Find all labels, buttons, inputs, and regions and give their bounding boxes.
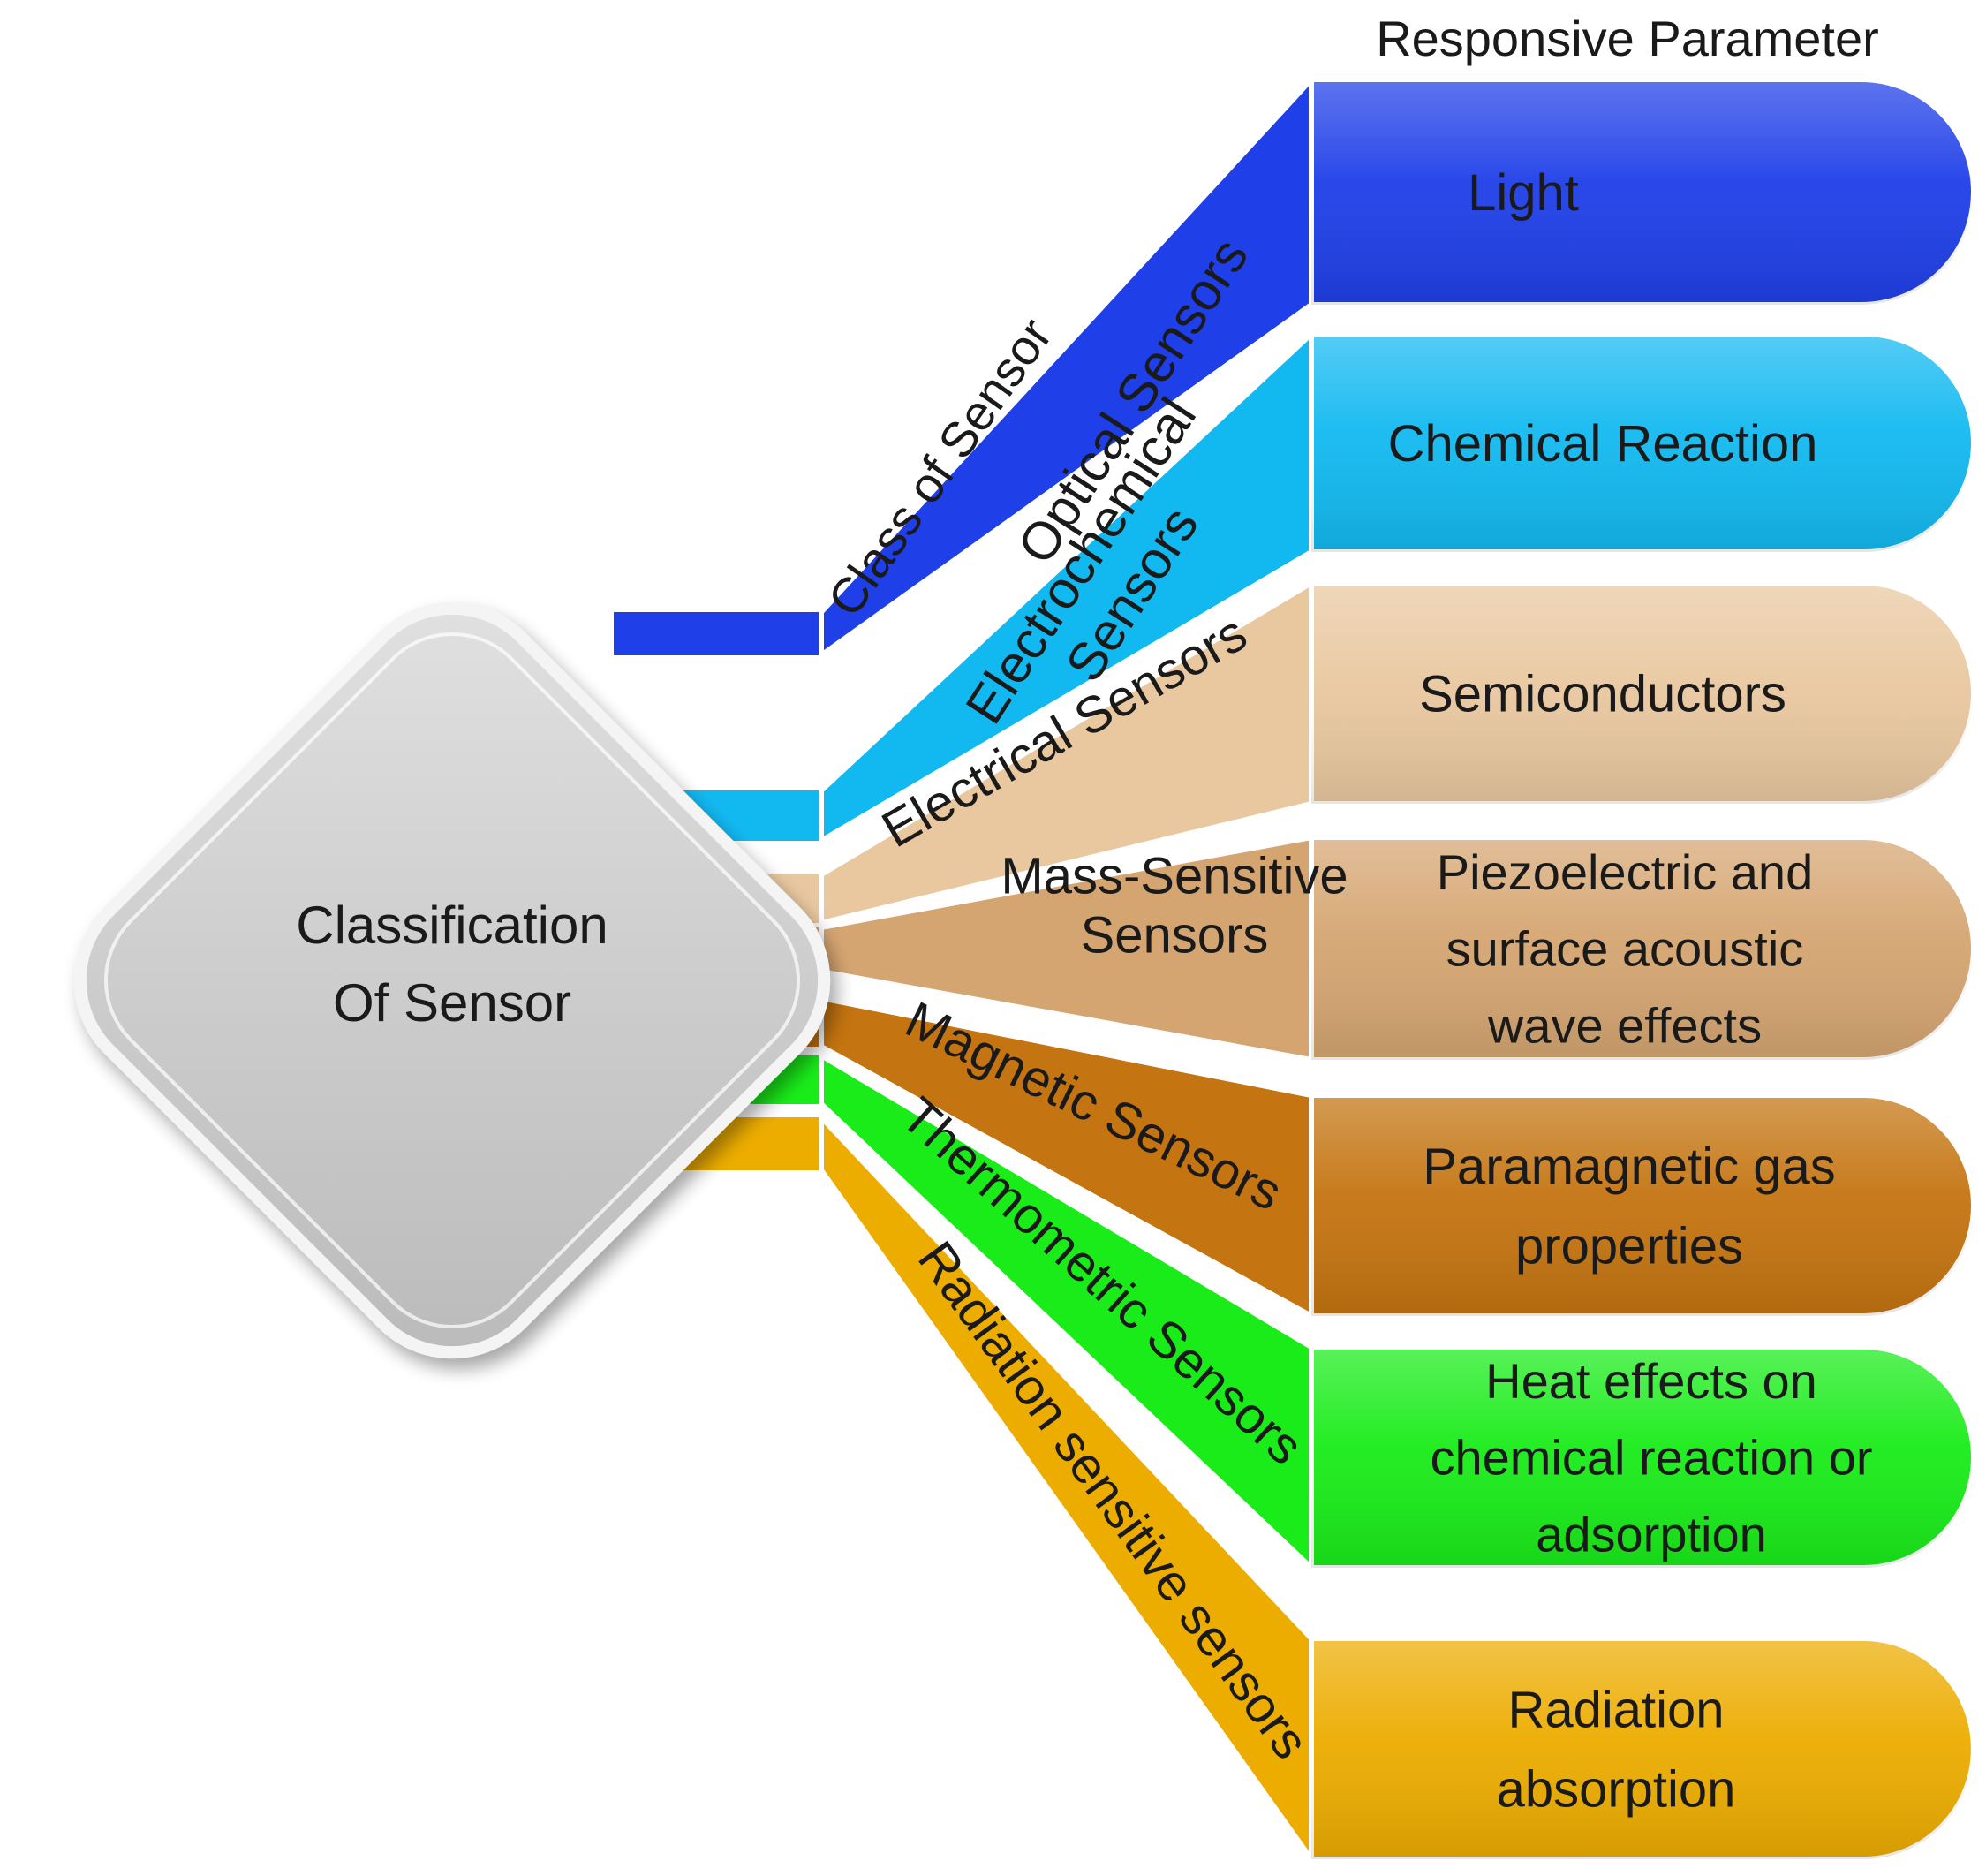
- parameter-label-line: wave effects: [1487, 997, 1762, 1053]
- parameter-label-mass-sensitive: Piezoelectric and surface acoustic wave ef…: [1437, 844, 1813, 1054]
- parameter-label-thermometric: Heat effects on chemical reaction or adsor…: [1430, 1353, 1872, 1562]
- parameter-box-gloss-magnetic: [1311, 1095, 1974, 1316]
- center-diamond: [73, 601, 831, 1359]
- parameter-box-gloss-thermometric: [1311, 1347, 1974, 1568]
- class-label-line: Mass-Sensitive: [1001, 848, 1348, 905]
- parameter-label-line: Heat effects on: [1485, 1353, 1817, 1409]
- parameter-label-optical: Light: [1468, 164, 1579, 222]
- parameter-label-line: properties: [1515, 1217, 1743, 1275]
- center-diamond-inner-ring: [104, 632, 800, 1328]
- parameter-label-line: Radiation: [1507, 1681, 1724, 1738]
- branch-optical: [614, 77, 1976, 658]
- parameter-label-electrical: Semiconductors: [1419, 665, 1786, 722]
- parameter-box-gloss-mass-sensitive: [1311, 837, 1974, 1060]
- branch-mass-sensitive: [614, 835, 1976, 1063]
- parameter-label-line: Paramagnetic gas: [1423, 1138, 1835, 1195]
- branch-radiation: [614, 1115, 1976, 1862]
- parameter-label-line: Piezoelectric and: [1437, 844, 1813, 900]
- center-label-line1: Classification: [296, 896, 608, 955]
- parameter-label-electrochemical: Chemical Reaction: [1388, 415, 1818, 473]
- parameter-label-magnetic: Paramagnetic gas properties: [1423, 1138, 1835, 1275]
- branches-layer: [614, 77, 1976, 1862]
- center-node: [73, 601, 831, 1359]
- parameter-box-gloss-radiation: [1311, 1638, 1974, 1859]
- parameter-box-gloss-optical: [1311, 79, 1975, 306]
- branch-thermometric: [614, 1053, 1976, 1570]
- parameter-label-line: adsorption: [1536, 1506, 1767, 1562]
- branch-electrical: [614, 580, 1976, 926]
- parameter-label-line: chemical reaction or: [1430, 1430, 1872, 1486]
- parameter-label-line: Chemical Reaction: [1388, 415, 1818, 473]
- parameter-label-line: Semiconductors: [1419, 665, 1786, 722]
- parameter-label-line: surface acoustic: [1446, 921, 1804, 977]
- connector-stub-optical: [614, 612, 821, 655]
- parameter-label-line: Light: [1468, 164, 1579, 222]
- parameter-box-gloss-electrochemical: [1311, 334, 1974, 552]
- parameter-box-gloss-electrical: [1311, 583, 1974, 804]
- parameter-label-line: absorption: [1497, 1760, 1736, 1818]
- class-label-line: Sensors: [1081, 906, 1269, 964]
- center-label-line2: Of Sensor: [333, 973, 571, 1033]
- responsive-parameter-heading: Responsive Parameter: [1376, 11, 1879, 66]
- parameter-label-radiation: Radiation absorption: [1497, 1681, 1736, 1818]
